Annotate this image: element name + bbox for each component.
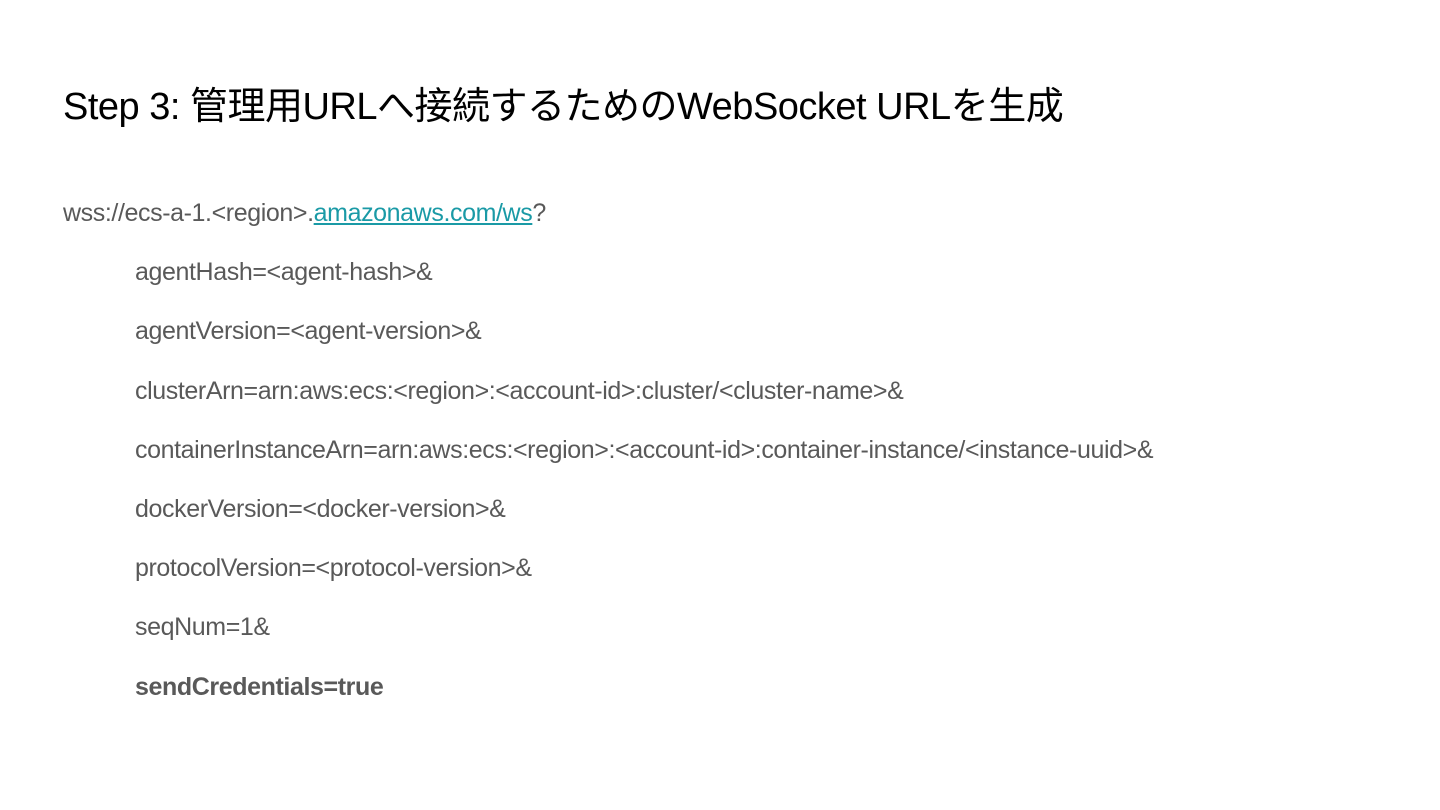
slide-title: Step 3: 管理用URLへ接続するためのWebSocket URLを生成 xyxy=(63,86,1064,128)
url-suffix: ? xyxy=(532,199,546,227)
param-container-instance-arn: containerInstanceArn=arn:aws:ecs:<region… xyxy=(135,435,1154,464)
param-docker-version: dockerVersion=<docker-version>& xyxy=(135,494,506,523)
param-agent-hash: agentHash=<agent-hash>& xyxy=(135,258,433,287)
url-line: wss://ecs-a-1.<region>.amazonaws.com/ws? xyxy=(63,194,1153,253)
param-send-credentials: sendCredentials=true xyxy=(135,672,384,701)
param-agent-version: agentVersion=<agent-version>& xyxy=(135,317,482,346)
param-protocol-version: protocolVersion=<protocol-version>& xyxy=(135,554,532,583)
param-seq-num: seqNum=1& xyxy=(135,613,270,642)
url-prefix: wss://ecs-a-1.<region>. xyxy=(63,199,314,227)
slide-body: wss://ecs-a-1.<region>.amazonaws.com/ws?… xyxy=(63,194,1154,727)
param-cluster-arn: clusterArn=arn:aws:ecs:<region>:<account… xyxy=(135,376,904,405)
url-link[interactable]: amazonaws.com/ws xyxy=(313,199,533,227)
